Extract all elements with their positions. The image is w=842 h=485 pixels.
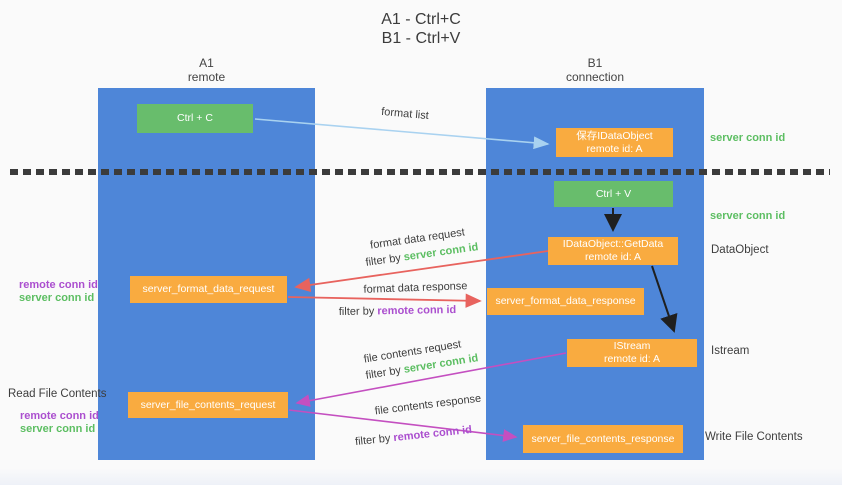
left-server-conn-id-top: server conn id: [19, 292, 95, 304]
server-format-data-request-label: server_format_data_request: [142, 283, 275, 295]
column-a-subtitle: remote: [187, 70, 226, 84]
read-file-contents-label: Read File Contents: [8, 388, 107, 400]
server-file-contents-request-label: server_file_contents_request: [140, 398, 276, 411]
server-file-contents-request-box: server_file_contents_request: [128, 392, 288, 418]
save-idataobject-line2: remote id: A: [586, 142, 643, 155]
istream-side-label: Istream: [711, 345, 750, 357]
column-b-name: B1: [587, 56, 603, 70]
column-b-header: B1 connection: [486, 56, 704, 84]
left-remote-conn-id-top: remote conn id: [19, 279, 98, 291]
dashed-divider: [10, 169, 830, 175]
column-a-name: A1: [199, 56, 214, 70]
getdata-box: IDataObject::GetData remote id: A: [548, 237, 678, 265]
server-format-data-response-box: server_format_data_response: [487, 288, 644, 315]
ctrl-v-box: Ctrl + V: [554, 181, 673, 207]
save-idataobject-box: 保存IDataObject remote id: A: [556, 128, 673, 157]
write-file-contents-label: Write File Contents: [705, 431, 803, 443]
ctrl-c-label: Ctrl + C: [177, 112, 213, 124]
title-line-2: B1 - Ctrl+V: [381, 30, 461, 47]
server-file-contents-response-box: server_file_contents_response: [523, 425, 683, 453]
column-a-header: A1 remote: [98, 56, 315, 84]
format-data-response-filter-label: filter by remote conn id: [338, 303, 457, 319]
server-format-data-response-label: server_format_data_response: [495, 295, 636, 307]
save-idataobject-line1: 保存IDataObject: [576, 129, 653, 142]
istream-box: IStream remote id: A: [567, 339, 697, 367]
server-format-data-request-box: server_format_data_request: [130, 276, 287, 303]
ctrl-v-label: Ctrl + V: [595, 187, 632, 200]
left-remote-conn-id-bottom: remote conn id: [20, 410, 99, 422]
server-file-contents-response-label: server_file_contents_response: [531, 432, 675, 445]
column-b-subtitle: connection: [565, 70, 625, 84]
ctrl-c-box: Ctrl + C: [137, 104, 253, 133]
right-server-conn-id-top: server conn id: [710, 132, 786, 144]
format-data-request-arrow: [294, 250, 549, 293]
istream-line2: remote id: A: [603, 353, 661, 365]
title-line-1: A1 - Ctrl+C: [381, 11, 461, 28]
istream-line1: IStream: [613, 340, 651, 352]
right-server-conn-id-mid: server conn id: [710, 210, 786, 222]
left-server-conn-id-bottom: server conn id: [20, 423, 96, 435]
format-list-arrow: [254, 118, 550, 150]
getdata-line1: IDataObject::GetData: [562, 238, 664, 250]
file-contents-response-arrow: [288, 409, 518, 442]
dataobject-label: DataObject: [711, 244, 769, 256]
getdata-line2: remote id: A: [584, 251, 642, 263]
format-data-response-arrow: [287, 293, 482, 308]
diagram-title: A1 - Ctrl+C B1 - Ctrl+V: [0, 10, 842, 48]
getdata-to-istream-arrow: [651, 265, 678, 333]
file-contents-request-arrow: [295, 352, 567, 407]
